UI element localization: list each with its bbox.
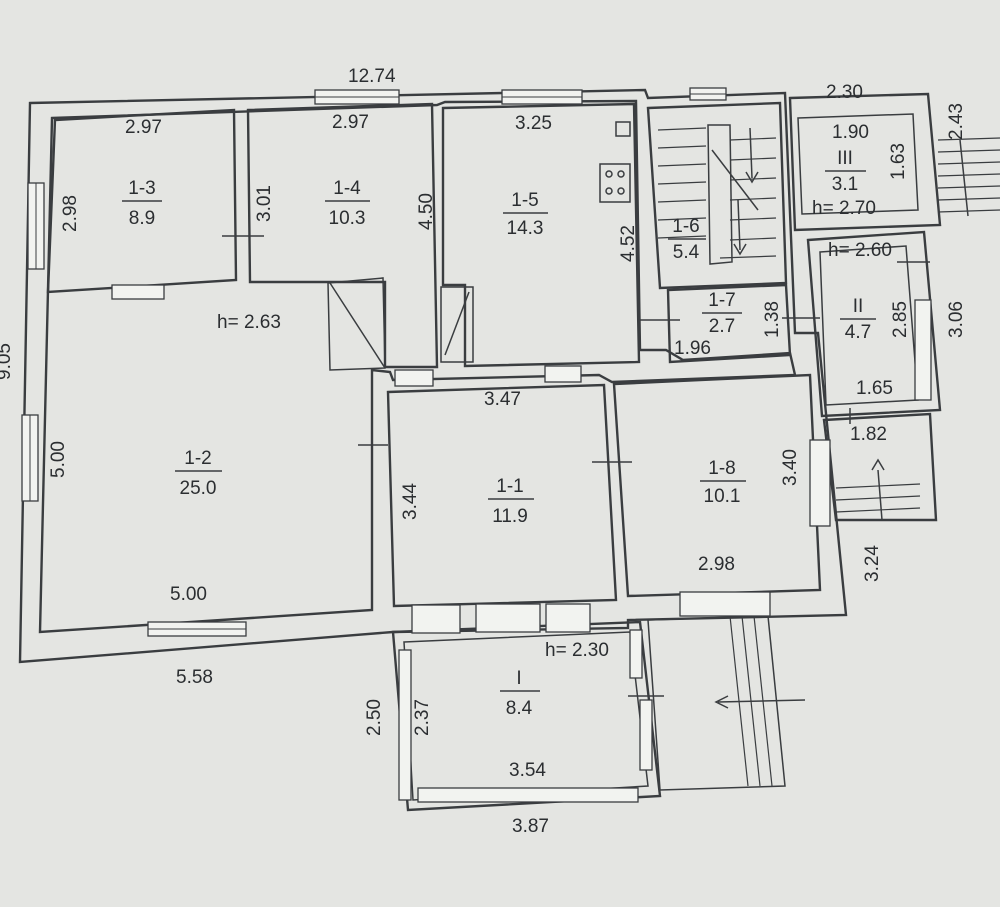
room-1-2-id: 1-2 [184,448,211,469]
walls [18,88,942,812]
dim-r15-width: 3.25 [515,113,552,134]
dim-r11-height: 3.44 [400,483,421,520]
dim-r17-height: 1.38 [762,301,783,338]
room-1-1-id: 1-1 [496,476,523,497]
height-labels: h= 2.63 h= 2.30 h= 2.60 h= 2.70 [217,198,892,661]
windows [21,87,932,803]
dim-r14-width: 2.97 [332,112,369,133]
dim-vestibule-height: 3.24 [862,545,883,582]
doors [222,235,930,697]
room-1-6-area: 5.4 [673,242,700,263]
dim-r12-outer: 5.58 [176,667,213,688]
dim-r13-width: 2.97 [125,117,162,138]
dim-overall-left-height: 9.05 [0,343,15,380]
room-1-5-id: 1-5 [511,190,538,211]
dim-vestibule-width: 1.82 [850,424,887,445]
dim-ii-outer: 3.06 [946,301,967,338]
room-1-4-id: 1-4 [333,178,361,199]
dim-porch-width-inner: 3.54 [509,760,546,781]
room-ii-area: 4.7 [845,322,871,343]
room-1-2-area: 25.0 [180,478,217,499]
room-i-id: I [516,668,521,689]
room-iii-id: III [837,148,853,169]
room-1-3-id: 1-3 [128,178,155,199]
kitchen-fixtures [599,121,631,203]
dim-porch-width-outer: 3.87 [512,816,549,837]
height-annex-ii: h= 2.60 [828,240,892,261]
dim-r14-height: 3.01 [254,185,275,222]
dim-porch-height-outer: 2.50 [364,699,385,736]
room-1-7-area: 2.7 [709,316,735,337]
height-porch: h= 2.30 [545,640,609,661]
dim-iii-height: 1.63 [888,143,909,180]
room-1-6-id: 1-6 [672,216,699,237]
dim-r15-height: 4.52 [618,225,639,262]
stairs [657,124,1000,787]
dim-r11-width: 3.47 [484,389,521,410]
room-1-4-area: 10.3 [329,208,366,229]
dim-r13-height: 2.98 [60,195,81,232]
height-main: h= 2.63 [217,312,281,333]
room-1-3-area: 8.9 [129,208,155,229]
room-1-1-area: 11.9 [492,506,528,527]
dim-iii-step: 2.43 [946,103,967,140]
height-annex-iii: h= 2.70 [812,198,876,219]
room-iii-area: 3.1 [832,174,858,195]
dim-ii-width: 1.65 [856,378,893,399]
room-1-8-id: 1-8 [708,458,735,479]
dim-r17-width: 1.96 [674,338,711,359]
dim-iii-width-outer: 2.30 [826,82,863,103]
room-ii-id: II [853,296,864,317]
dim-porch-height-inner: 2.37 [412,699,433,736]
room-1-5-area: 14.3 [507,218,544,239]
dim-r14-right: 4.50 [416,193,437,230]
room-labels: 1-3 8.9 1-4 10.3 1-5 14.3 1-6 5.4 1-7 2.… [122,148,876,719]
dim-r18-width: 2.98 [698,554,735,575]
dim-iii-width-inner: 1.90 [832,122,869,143]
dimension-labels: 12.74 9.05 2.97 2.98 2.97 3.01 4.50 3.25… [0,66,967,837]
dim-ii-height: 2.85 [890,301,911,338]
dim-r12-height: 5.00 [48,441,69,478]
room-1-8-area: 10.1 [704,486,741,507]
dim-r12-width: 5.00 [170,584,207,605]
room-i-area: 8.4 [506,698,533,719]
dim-overall-width: 12.74 [348,66,396,87]
room-1-7-id: 1-7 [708,290,735,311]
dim-r18-height: 3.40 [780,449,801,486]
